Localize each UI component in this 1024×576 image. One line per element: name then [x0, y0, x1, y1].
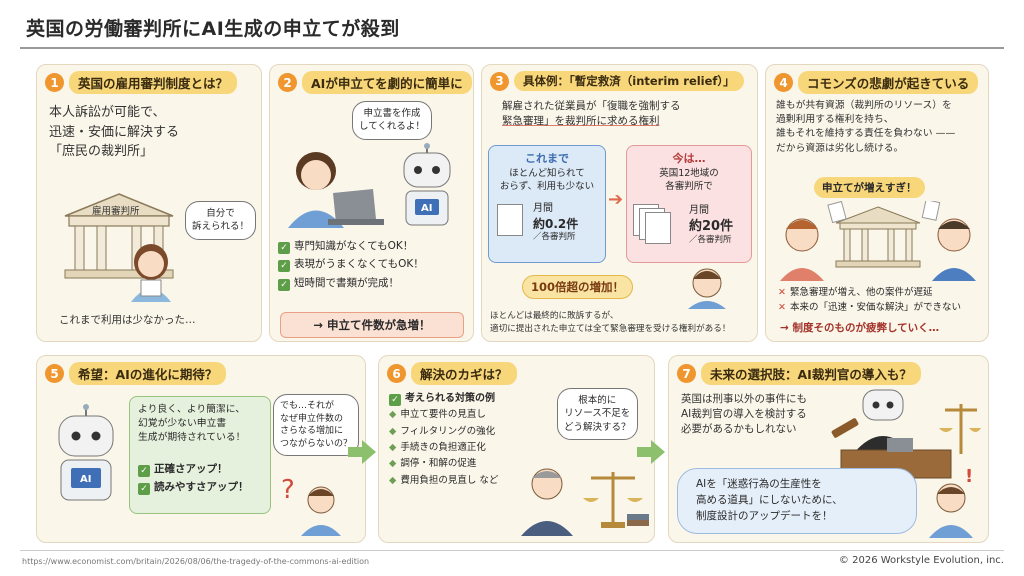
increase-banner: 100倍超の増加！ [522, 275, 634, 299]
panel-2: 2 AIが申立てを劇的に簡単に 申立書を作成してくれるよ！ AI ✓専門知識がなく… [269, 64, 474, 342]
robot-judge-icon [831, 389, 981, 479]
bullet-icon: ◆ [389, 474, 397, 486]
building-label: 雇用審判所 [92, 206, 140, 217]
panel-number: 7 [677, 364, 696, 383]
list-title: ✓考えられる対策の例 [389, 390, 498, 407]
check-icon: ✓ [278, 242, 290, 254]
panel-number: 5 [45, 364, 64, 383]
after-box: 今は… 英国12地域の各審判所で 月間 約20件 ／各審判所 [626, 145, 752, 263]
flow-arrow-icon [637, 440, 665, 464]
list-item: ✓正確さアップ！ [138, 461, 249, 479]
list-item: ◆調停・和解の促進 [389, 458, 477, 470]
list-item: ✕緊急審理が増え、他の案件が遅延 [778, 287, 933, 298]
panel-4-issues: ✕緊急審理が増え、他の案件が遅延 ✕本来の「迅速・安価な解決」ができない [778, 285, 961, 315]
panel-number: 6 [387, 364, 406, 383]
before-title: これまで [525, 152, 569, 165]
speech-bubble: 申立書を作成してくれるよ！ [352, 101, 432, 140]
copyright: © 2026 Workstyle Evolution, inc. [838, 555, 1004, 566]
robot-icon [58, 404, 114, 501]
list-item: ◆申立て要件の見直し [389, 409, 486, 421]
check-icon: ✓ [138, 465, 150, 477]
footer-divider [20, 550, 1004, 551]
right-arrow-icon: ➔ [608, 189, 624, 210]
check-icon: ✓ [278, 278, 290, 291]
page-title: 英国の労働審判所にAI生成の申立てが殺到 [26, 18, 400, 40]
person-with-laptop-icon [288, 152, 384, 228]
panel-title: 英国の雇用審判制度とは？ [69, 71, 238, 94]
panel-title: 具体例：「暫定救済（interim relief）」 [514, 71, 744, 91]
expectation-box: より良く、より簡潔に、幻覚が少ない申立書生成が期待されている！ ✓正確さアップ！… [129, 396, 271, 514]
robot-ai-label: AI [80, 474, 92, 485]
panel-6: 6 解決のカギは？ ✓考えられる対策の例 ◆申立て要件の見直し ◆フィルタリングの… [378, 355, 655, 543]
check-icon: ✓ [389, 394, 401, 406]
thinking-man-with-scale-icon [521, 468, 649, 536]
robot-icon [403, 143, 451, 226]
panel-number: 3 [490, 71, 509, 91]
list-item: ✓読みやすさアップ！ [138, 479, 249, 497]
list-item: ✓表現がうまくなくてもOK！ [278, 255, 424, 273]
list-item: ✓専門知識がなくてもOK！ [278, 237, 424, 255]
bullet-icon: ◆ [389, 458, 397, 470]
bullet-icon: ◆ [389, 441, 397, 453]
panel-4-body: 誰もが共有資源（裁判所のリソース）を過剰利用する権利を持ち、誰もそれを維持する責… [776, 100, 956, 154]
panel-1-body: 本人訴訟が可能で、迅速・安価に解決する「庶民の裁判所」 [49, 105, 180, 159]
panel-4: 4 コモンズの悲劇が起きている 誰もが共有資源（裁判所のリソース）を過剰利用する権… [765, 64, 989, 342]
svg-text:?: ? [281, 475, 295, 505]
panel-4-banner: 申立てが増えすぎ！ [814, 177, 925, 198]
cross-icon: ✕ [778, 302, 786, 314]
woman-avatar [131, 244, 171, 302]
document-icon [497, 204, 523, 236]
panel-3-note: ほとんどは最終的に敗訴するが、適切に提出された申立ては全て緊急審理を受ける権利が… [490, 311, 731, 334]
panel-2-banner: → 申立て件数が急増！ [280, 312, 464, 338]
panel-1: 1 英国の雇用審判制度とは？ 本人訴訟が可能で、迅速・安価に解決する「庶民の裁判所… [36, 64, 262, 342]
list-item: ✕本来の「迅速・安価な解決」ができない [778, 302, 961, 314]
panel-1-footer: これまで利用は少なかった… [59, 314, 196, 326]
panel-3-desc: 解雇された従業員が「復職を強制する緊急審理」を裁判所に求める権利 [502, 100, 681, 128]
panel-number: 4 [774, 73, 793, 92]
pointing-person-icon: ! [929, 466, 973, 538]
svg-text:!: ! [965, 466, 973, 487]
list-item: ◆費用負担の見直し など [389, 474, 499, 486]
cross-icon: ✕ [778, 287, 786, 298]
list-item: ◆フィルタリングの強化 [389, 425, 496, 437]
list-item: ✓短時間で書類が完成！ [278, 274, 424, 292]
panel-title: 解決のカギは？ [411, 362, 517, 385]
panel-6-list: ✓考えられる対策の例 ◆申立て要件の見直し ◆フィルタリングの強化 ◆手続きの負… [389, 390, 498, 489]
speech-bubble: でも…それがなぜ申立件数のさらなる増加につながらないの？ [273, 394, 360, 457]
panel-title: 未来の選択肢：AI裁判官の導入も？ [701, 362, 921, 385]
panel-number: 1 [45, 73, 64, 92]
before-box: これまで ほとんど知られておらず、利用も少ない 月間 約0.2件 ／各審判所 [488, 145, 606, 263]
panel-title: コモンズの悲劇が起きている [798, 71, 979, 94]
check-icon: ✓ [278, 260, 290, 273]
panel-5: 5 希望：AIの進化に期待？ AI より良く、より簡潔に、幻覚が少ない申立書生成が… [36, 355, 366, 543]
after-title: 今は… [672, 152, 706, 165]
check-icon: ✓ [138, 482, 150, 495]
speech-bubble: 根本的にリソース不足をどう解決する？ [557, 388, 638, 440]
robot-ai-label: AI [421, 203, 433, 214]
panel-title: AIが申立てを劇的に簡単に [302, 71, 472, 94]
bullet-icon: ◆ [389, 409, 397, 421]
thinking-person-icon: ? [281, 475, 341, 536]
panel-number: 2 [278, 73, 297, 92]
panel-4-conclusion: → 制度そのものが疲弊していく… [780, 322, 940, 334]
call-to-action-box: AIを「迷惑行為の生産性を高める道具」にしないために、制度設計のアップデートを！ [677, 468, 917, 534]
courthouse-with-papers-icon [780, 201, 976, 281]
surprised-person-icon [688, 268, 726, 309]
panel-title: 希望：AIの進化に期待？ [69, 362, 227, 385]
title-divider [20, 47, 1004, 49]
panel-2-checklist: ✓専門知識がなくてもOK！ ✓表現がうまくなくてもOK！ ✓短時間で書類が完成！ [278, 237, 424, 292]
speech-bubble: 自分で訴えられる！ [185, 201, 257, 240]
flow-arrow-icon [348, 440, 376, 464]
bullet-icon: ◆ [389, 425, 397, 437]
source-url[interactable]: https://www.economist.com/britain/2026/0… [22, 557, 370, 566]
list-item: ◆手続きの負担適正化 [389, 441, 486, 453]
